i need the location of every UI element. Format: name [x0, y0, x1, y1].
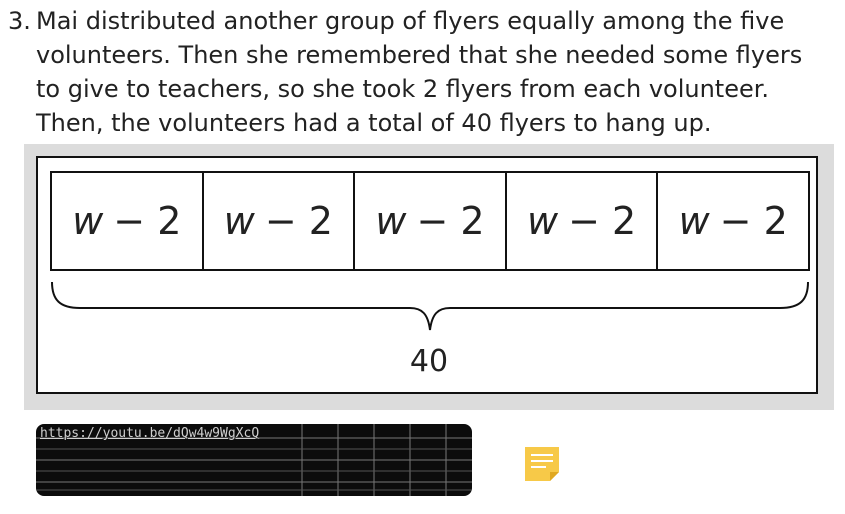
curly-brace	[51, 281, 809, 331]
tape-cell: w− 2	[52, 173, 204, 269]
tape-cell: w− 2	[507, 173, 659, 269]
problem-text: Mai distributed another group of flyers …	[36, 7, 803, 137]
problem-number: 3.	[8, 7, 31, 35]
sticky-note-icon[interactable]	[524, 446, 560, 482]
total-label: 40	[409, 344, 449, 379]
tape-cell: w− 2	[355, 173, 507, 269]
video-embed[interactable]: https://youtu.be/dQw4w9WgXcQ	[36, 424, 472, 496]
tape: w− 2 w− 2 w− 2 w− 2 w− 2	[50, 171, 810, 271]
tape-diagram-frame: w− 2 w− 2 w− 2 w− 2 w− 2 40	[24, 144, 834, 410]
tape-cell: w− 2	[678, 199, 788, 243]
tape-diagram: w− 2 w− 2 w− 2 w− 2 w− 2 40	[36, 156, 818, 394]
problem-statement: 3. Mai distributed another group of flye…	[8, 4, 828, 140]
video-link[interactable]: https://youtu.be/dQw4w9WgXcQ	[40, 426, 260, 441]
video-noise-pattern	[36, 424, 472, 496]
tape-cell: w− 2	[204, 173, 356, 269]
